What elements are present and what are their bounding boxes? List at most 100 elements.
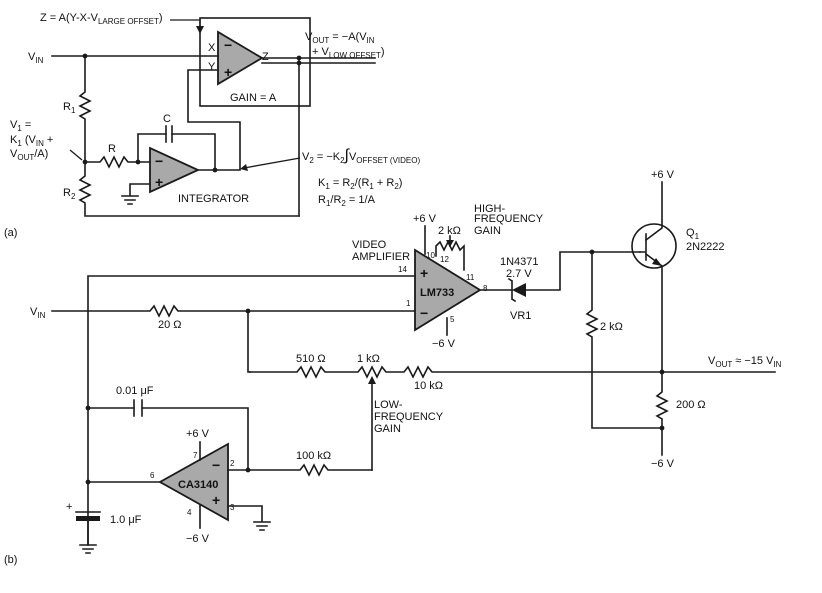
r200-label: 200 Ω xyxy=(676,399,706,411)
r2-label: R2 xyxy=(63,187,76,201)
r1-resistor xyxy=(78,55,92,163)
part-b-label: (b) xyxy=(4,554,17,566)
lm733-pin5: 5 xyxy=(450,315,455,324)
k1-equation: K1 = R2/(R1 + R2) xyxy=(318,177,402,191)
v2-equation: V2 = −K2∫VOFFSET (VIDEO) xyxy=(302,147,420,165)
lm733-minus: − xyxy=(420,305,428,321)
diode-voltage: 2.7 V xyxy=(506,268,532,280)
v1-line3: VOUT/A) xyxy=(10,148,48,162)
lm733-pin1: 1 xyxy=(406,299,411,308)
ca3140-pin3: 3 xyxy=(230,503,235,512)
r2k-label: 2 kΩ xyxy=(600,321,623,333)
pin14-wire xyxy=(87,275,416,546)
r510-label: 510 Ω xyxy=(296,353,326,365)
high-freq-l2: FREQUENCY xyxy=(474,213,544,225)
lm733-pin10: 10 xyxy=(426,251,435,260)
r100k-label: 100 kΩ xyxy=(296,450,331,462)
part-a-label: (a) xyxy=(4,227,17,239)
vin-b-label: VIN xyxy=(30,306,46,320)
gain-amp-minus: − xyxy=(224,37,232,53)
v2-arrow xyxy=(243,157,301,169)
ca3140-label: CA3140 xyxy=(178,479,218,491)
lm733-pin11: 11 xyxy=(466,273,475,282)
r200-resistor xyxy=(655,371,669,456)
vout-b-wire xyxy=(249,365,776,379)
c1u-plus: + xyxy=(66,501,72,513)
r100k-resistor xyxy=(227,463,373,477)
r20-label: 20 Ω xyxy=(158,319,182,331)
ca3140-pin7: 7 xyxy=(193,451,198,460)
ca3140-pin4: 4 xyxy=(187,508,192,517)
vout-a-eq-line2: + VLOW OFFSET) xyxy=(312,46,385,60)
pin-x-label: X xyxy=(208,42,216,54)
z-equation: Z = A(Y-X-VLARGE OFFSET) xyxy=(40,12,163,26)
low-freq-l1: LOW- xyxy=(374,399,403,411)
ca3140-vplus: +6 V xyxy=(186,428,210,440)
q1-collector xyxy=(644,181,663,242)
q1-transistor xyxy=(631,223,677,269)
lm733-pin8: 8 xyxy=(483,284,488,293)
vout-b-label: VOUT ≈ −15 VIN xyxy=(708,355,782,369)
q1-base xyxy=(639,233,647,261)
c1u-label: 1.0 μF xyxy=(110,514,142,526)
r1-label: R1 xyxy=(63,101,76,115)
high-freq-l1: HIGH- xyxy=(474,203,506,215)
lm733-pin14: 14 xyxy=(398,265,407,274)
z-arrow xyxy=(170,19,201,28)
integrator-ground xyxy=(121,183,151,205)
gain-block-box xyxy=(199,17,311,107)
r-label: R xyxy=(108,143,116,155)
diode-part: 1N4371 xyxy=(500,256,539,268)
v1-line2: K1 (VIN + xyxy=(10,134,53,148)
lm733-vminus: −6 V xyxy=(432,338,456,350)
integrator-plus: + xyxy=(155,174,163,190)
ca3140-ground xyxy=(227,505,271,531)
video-amp-l2: AMPLIFIER xyxy=(352,251,410,263)
gain-amp-triangle xyxy=(217,30,264,86)
q1-label: Q1 xyxy=(686,227,700,241)
c001-label: 0.01 μF xyxy=(116,385,154,397)
pot-2k-label: 2 kΩ xyxy=(438,225,461,237)
ca3140-triangle xyxy=(158,442,229,522)
low-freq-l3: GAIN xyxy=(374,423,401,435)
high-freq-l3: GAIN xyxy=(474,225,501,237)
gain-amp-plus: + xyxy=(224,64,232,80)
lm733-plus: + xyxy=(420,265,428,281)
integrator-minus: − xyxy=(155,153,163,169)
integrator-triangle xyxy=(149,146,201,194)
r10k-label: 10 kΩ xyxy=(414,380,443,392)
r2k-resistor xyxy=(585,251,663,429)
zener-diode-body xyxy=(512,283,526,297)
lm733-pin12: 12 xyxy=(440,255,449,264)
ca3140-minus: − xyxy=(212,457,220,473)
r1r2-equation: R1/R2 = 1/A xyxy=(318,194,376,208)
r2-resistor xyxy=(78,161,300,217)
v1-line1: V1 = xyxy=(10,119,31,133)
c-feedback-wire xyxy=(137,133,216,171)
ca3140-pin6: 6 xyxy=(150,471,155,480)
vin-a-label: VIN xyxy=(28,51,44,65)
gain-a-label: GAIN = A xyxy=(230,92,277,104)
q1-part: 2N2222 xyxy=(686,241,725,253)
pin-y-label: Y xyxy=(208,61,216,73)
ca3140-vminus: −6 V xyxy=(186,533,210,545)
c-capacitor xyxy=(165,125,173,143)
lm733-vplus: +6 V xyxy=(413,213,437,225)
q1-emitter xyxy=(644,252,663,373)
low-freq-l2: FREQUENCY xyxy=(374,411,444,423)
r20-resistor xyxy=(51,304,416,318)
r-resistor xyxy=(84,155,151,169)
lm733-triangle xyxy=(414,248,482,332)
lm733-label: LM733 xyxy=(420,287,454,299)
q1-vminus: −6 V xyxy=(651,458,675,470)
c1u-plate xyxy=(76,516,100,521)
pin-z-label: Z xyxy=(262,51,269,63)
v1-arrow xyxy=(69,149,83,161)
vr1-label: VR1 xyxy=(510,310,531,322)
integrator-output-wire xyxy=(187,69,241,171)
q1-vplus: +6 V xyxy=(651,169,675,181)
c001-wire xyxy=(87,407,249,471)
ca3140-plus: + xyxy=(212,492,220,508)
video-amp-l1: VIDEO xyxy=(352,239,387,251)
